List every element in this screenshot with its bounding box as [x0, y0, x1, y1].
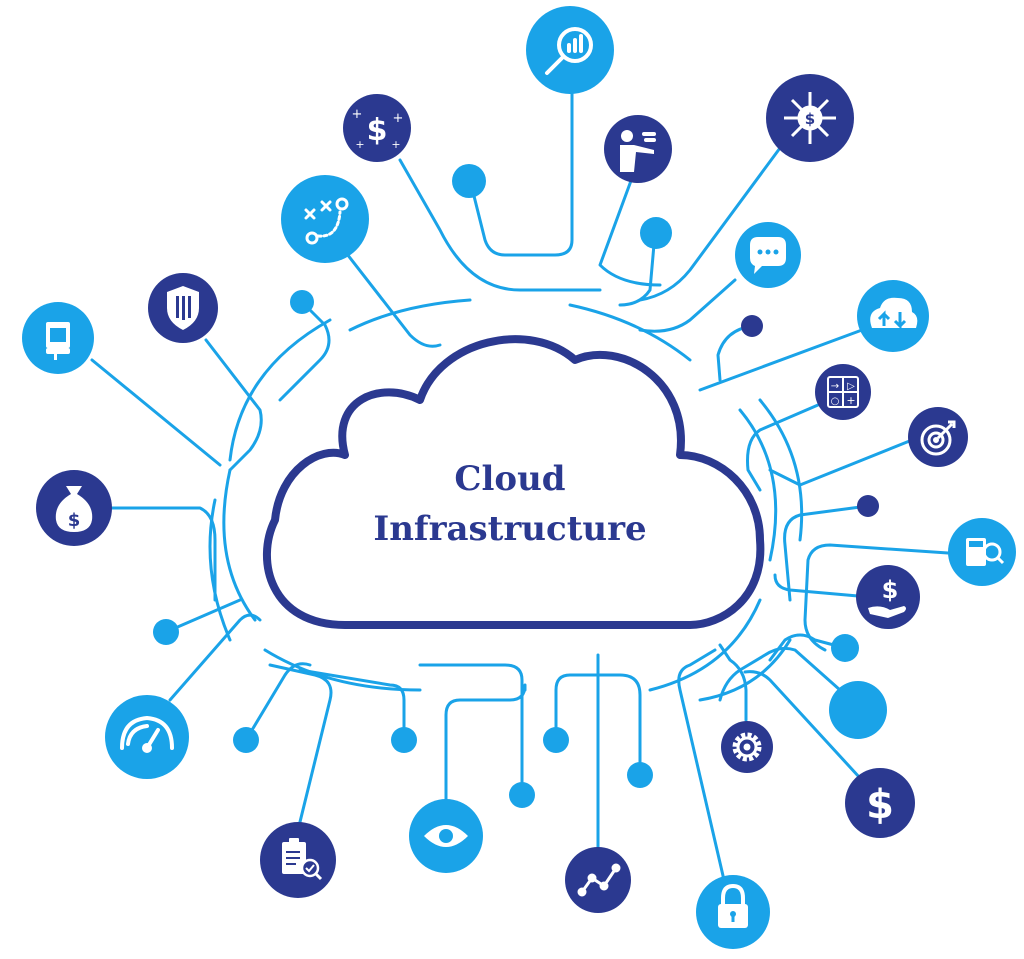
trend-line-node [565, 847, 631, 913]
connector-dot [857, 495, 879, 517]
svg-text:+: + [355, 138, 364, 151]
calculator-search-icon [966, 538, 1005, 566]
dollar-network-icon: $ [784, 92, 836, 144]
svg-text:+: + [846, 394, 855, 407]
svg-text:$: $ [805, 110, 815, 128]
svg-text:$: $ [882, 576, 899, 604]
book-node [22, 302, 94, 374]
connector-dot [153, 619, 179, 645]
svg-text:$: $ [367, 113, 388, 148]
connector-dot [509, 782, 535, 808]
connector-dot [290, 290, 314, 314]
target-icon [920, 420, 956, 456]
svg-text:+: + [393, 111, 404, 126]
person-presenting-icon [620, 130, 656, 172]
clipboard-check-icon [282, 838, 323, 881]
chat-bubble-node [735, 222, 801, 288]
cloud-title-line2: Infrastructure [373, 509, 646, 549]
padlock-icon [718, 883, 748, 928]
dollar-hand-icon: $ [868, 576, 906, 618]
connector-dot [829, 681, 887, 739]
connector-dot [391, 727, 417, 753]
gear-node [721, 721, 773, 773]
strategy-plan-icon [304, 197, 349, 245]
connector-dots [153, 164, 887, 808]
calculator-node: → ▷ ○ + [815, 364, 871, 420]
connector-dot [233, 727, 259, 753]
search-chart-node [526, 6, 614, 94]
dollar-sparkle-icon: $ + + + + [352, 107, 404, 151]
eye-icon [424, 825, 468, 847]
search-chart-icon [545, 27, 593, 75]
cloud-sync-icon [870, 297, 918, 330]
eye-node [409, 799, 483, 873]
clipboard-check-node [260, 822, 336, 898]
book-icon [46, 322, 70, 360]
dollar-icon: $ [866, 782, 894, 828]
dollar-hand-node: $ [856, 565, 920, 629]
connector-dot [640, 217, 672, 249]
calculator-search-node [948, 518, 1016, 586]
speedometer-icon [120, 715, 174, 753]
dollar-node: $ [845, 768, 915, 838]
shield-icon [167, 286, 199, 330]
speedometer-node [105, 695, 189, 779]
person-presenting-node [604, 115, 672, 183]
svg-text:○: ○ [831, 396, 840, 407]
chat-bubble-icon [750, 237, 786, 274]
connector-dot [627, 762, 653, 788]
dollar-sparkle-node: $ + + + + [343, 94, 411, 162]
connector-dot [741, 315, 763, 337]
connector-dot [831, 634, 859, 662]
svg-text:+: + [391, 138, 400, 151]
money-bag-node: $ [36, 470, 112, 546]
padlock-node [696, 875, 770, 949]
central-cloud: Cloud Infrastructure [263, 335, 765, 629]
svg-text:+: + [352, 107, 363, 122]
calculator-icon: → ▷ ○ + [827, 376, 859, 408]
target-node [908, 407, 968, 467]
cloud-sync-node [857, 280, 929, 352]
shield-node [148, 273, 218, 343]
circuit-wires [90, 90, 950, 882]
gear-icon [732, 732, 762, 762]
cloud-title-line1: Cloud [454, 459, 565, 499]
svg-text:▷: ▷ [847, 381, 855, 392]
strategy-plan-node [281, 175, 369, 263]
connector-dot [452, 164, 486, 198]
svg-text:$: $ [68, 510, 81, 531]
svg-text:→: → [831, 381, 839, 392]
money-bag-icon: $ [55, 486, 93, 532]
connector-dot [543, 727, 569, 753]
dollar-network-node: $ [766, 74, 854, 162]
trend-line-icon [577, 863, 621, 897]
